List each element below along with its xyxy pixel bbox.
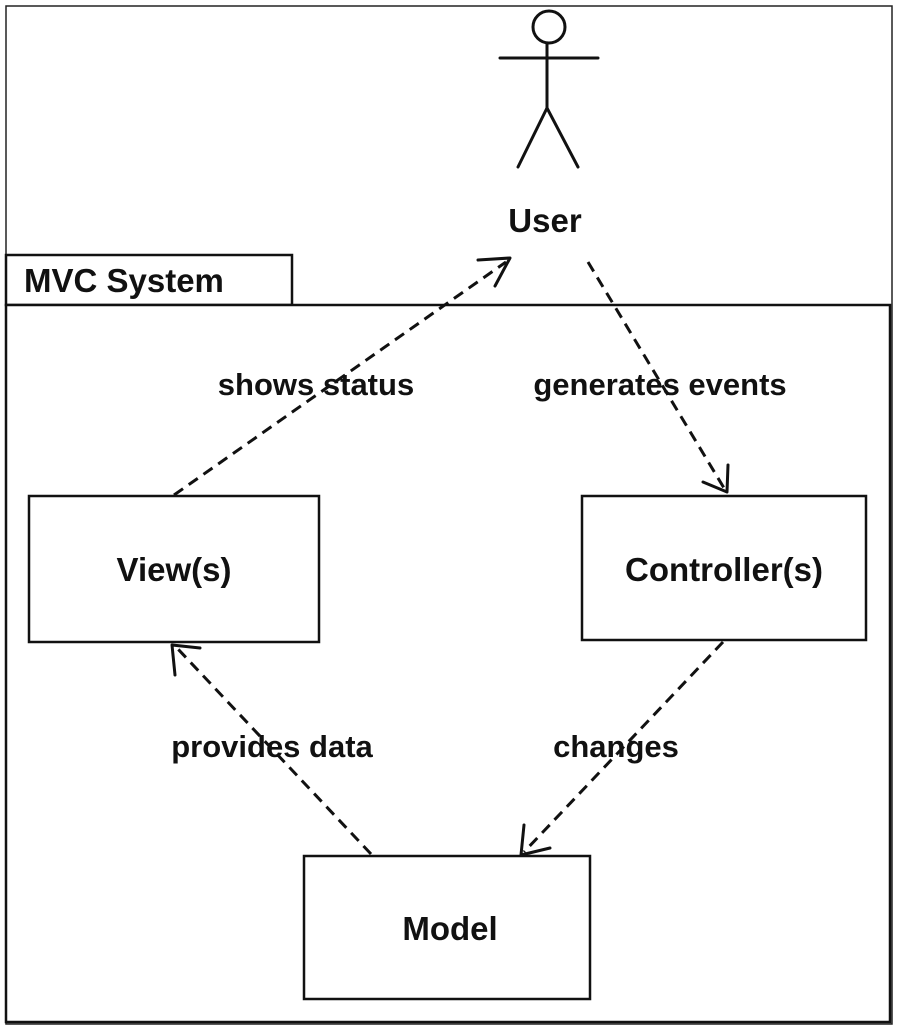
- edge-label-shows-status: shows status: [218, 367, 414, 402]
- view-node: [27, 494, 321, 644]
- arrowhead-icon: [170, 643, 202, 677]
- controller-node-label: Controller(s): [625, 551, 823, 588]
- model-node: [302, 854, 592, 1001]
- edge-changes: [519, 640, 725, 857]
- edge-label-changes: changes: [553, 729, 679, 764]
- arrowhead-icon: [519, 823, 552, 857]
- view-node-label: View(s): [117, 551, 232, 588]
- package-label: MVC System: [24, 262, 224, 299]
- arrowhead-icon: [476, 256, 512, 288]
- edge-shows-status: [173, 256, 512, 497]
- edge-label-provides-data: provides data: [171, 729, 373, 764]
- edge-provides-data: [170, 643, 373, 856]
- user-actor-icon: [498, 9, 600, 169]
- edge-generates-events: [586, 261, 730, 494]
- model-node-label: Model: [402, 910, 497, 947]
- edge-label-generates-events: generates events: [533, 367, 786, 402]
- controller-node: [580, 494, 868, 642]
- user-actor-label: User: [508, 202, 582, 239]
- arrowhead-icon: [701, 463, 730, 494]
